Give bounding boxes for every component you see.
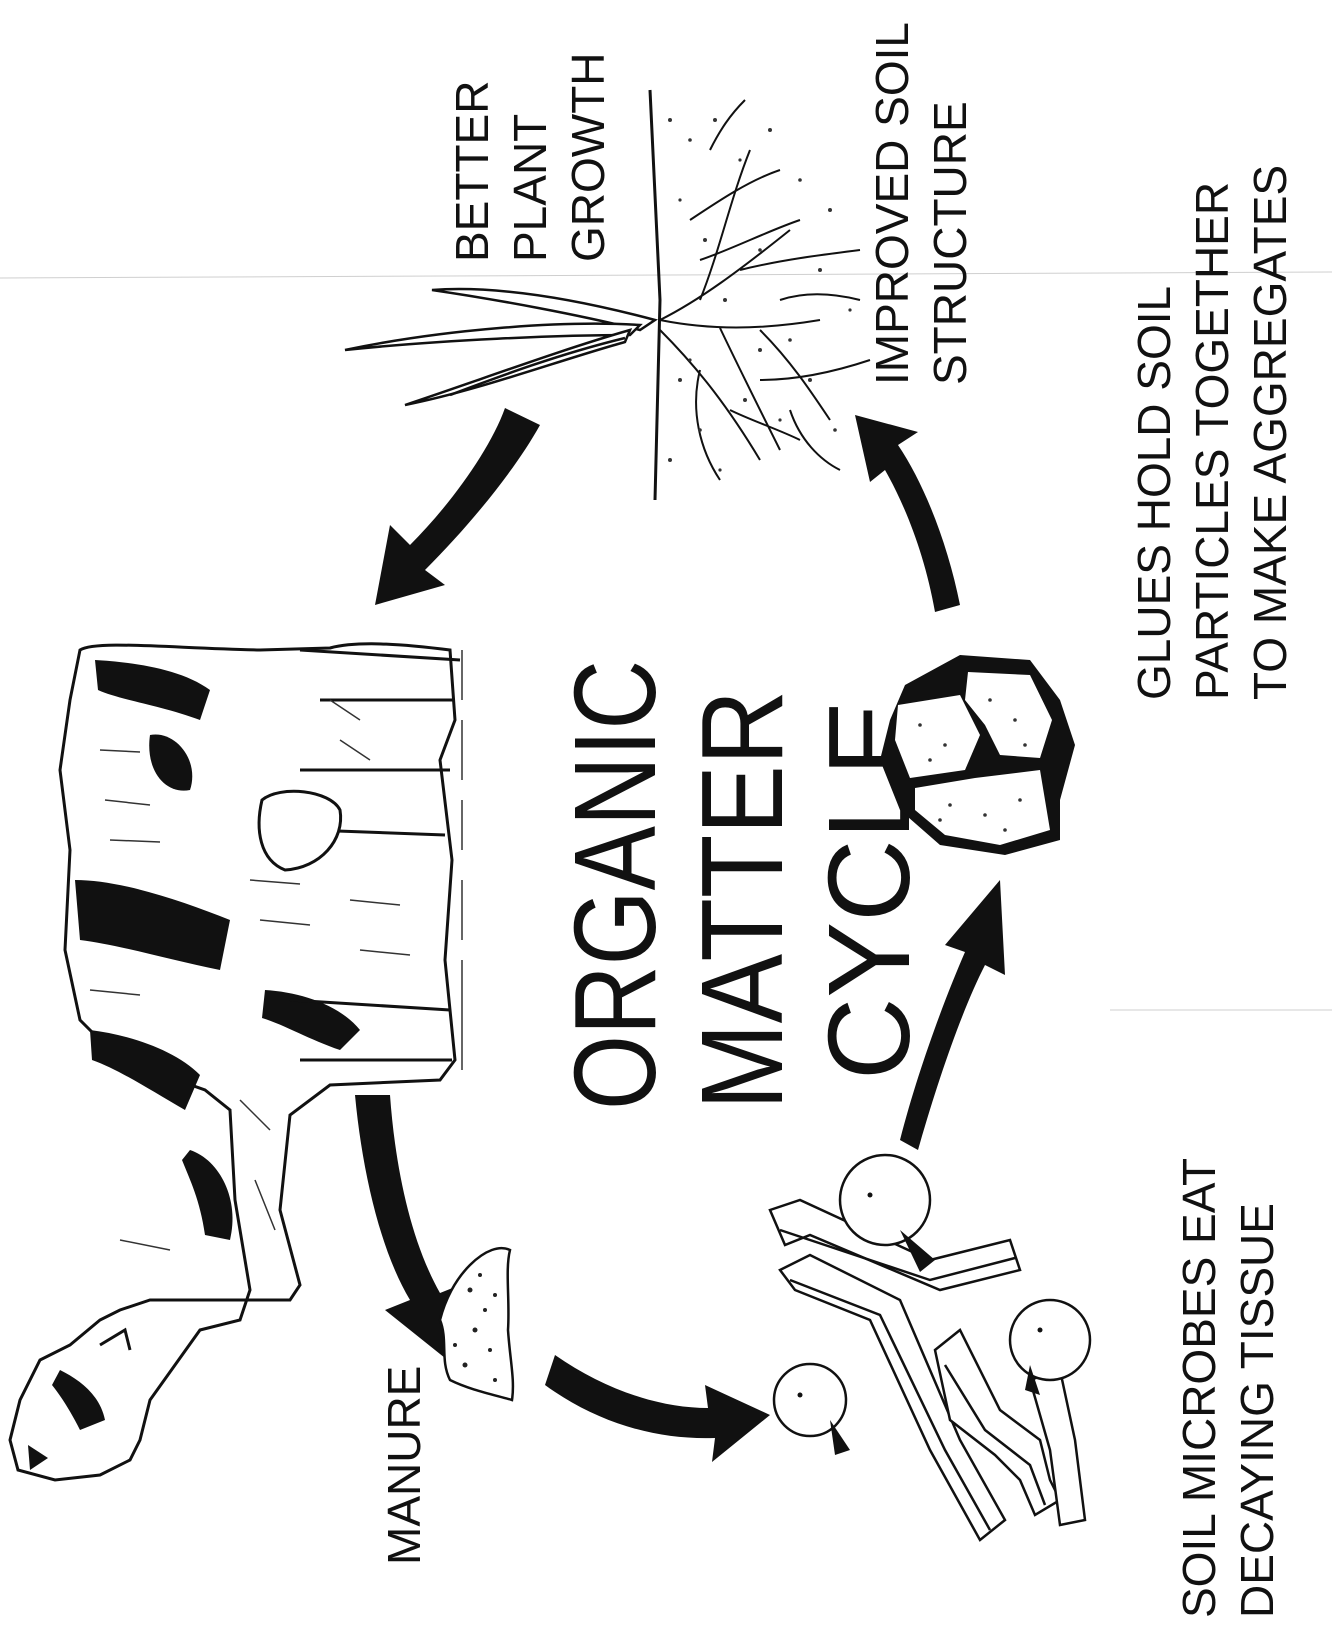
cow-leg [289,998,451,1012]
cow-patch [149,734,193,791]
title-line-1: ORGANIC [550,660,680,1110]
arrow-manure-to-microbes [545,1355,770,1462]
tissue-strand [778,1253,1007,1542]
microbes-line-1: SOIL MICROBES EAT [1173,1158,1225,1618]
cow-patch [90,1030,200,1110]
cow-texture [89,699,411,1251]
cow-patch [52,1370,105,1430]
aggregate-particle [965,672,1052,758]
microbe [772,1362,848,1438]
manure-speckles [453,1273,497,1382]
glues-line-3: TO MAKE AGGREGATES [1244,165,1296,700]
plant-growth-line-1: BETTER [446,81,498,262]
plant-leaf [449,336,626,397]
glues-label: GLUES HOLD SOIL PARTICLES TOGETHER TO MA… [1128,165,1296,700]
soil-surface [648,89,662,501]
plant-growth-line-3: GROWTH [562,52,614,262]
manure-label: MANURE [378,1366,430,1565]
microbes-line-2: DECAYING TISSUE [1231,1203,1283,1618]
tissue-strand [779,1228,1016,1282]
cycle-arrows [355,408,1005,1462]
plant-leaf [344,322,643,352]
soil-structure-label: IMPROVED SOIL STRUCTURE [866,22,976,385]
manure-line-1: MANURE [378,1366,430,1565]
microbe-mouth [830,1420,850,1455]
microbe-mouth [900,1230,935,1272]
cow-body [8,642,457,1482]
cow-patch [262,990,360,1050]
cow-illustration [8,642,463,1482]
microbe [838,1153,932,1247]
scan-line [0,271,1332,279]
cow-patch [182,1150,233,1240]
arrow-cow-to-manure [355,1095,460,1362]
aggregate-speckles [918,698,1027,832]
microbes-illustration [768,1153,1092,1542]
glues-line-1: GLUES HOLD SOIL [1128,286,1180,700]
soil-aggregate-illustration [880,655,1075,855]
plant-growth-line-2: PLANT [504,114,556,262]
cow-udder [257,789,343,872]
microbe [1008,1298,1092,1382]
microbe-dots [797,1192,1043,1398]
soil-speckles [668,118,852,472]
soil-structure-line-2: STRUCTURE [924,101,976,385]
microbes-label: SOIL MICROBES EAT DECAYING TISSUE [1173,1158,1283,1618]
arrow-microbes-to-aggregate [900,880,1005,1150]
cow-patch [95,660,210,720]
tissue-strand [789,1278,992,1531]
title-group: ORGANIC MATTER CYCLE [550,660,934,1110]
arrow-aggregate-to-plant [855,415,960,612]
plant-illustration [344,89,871,501]
soil-structure-line-1: IMPROVED SOIL [866,22,918,385]
cow-leg [299,648,461,662]
aggregate-particle [915,770,1050,845]
plant-growth-label: BETTER PLANT GROWTH [446,52,614,262]
cow-patch [75,880,230,970]
cow-ear [99,1327,132,1351]
cow-nose [28,1445,48,1470]
manure-illustration [438,1246,515,1402]
plant-roots [659,99,871,481]
glues-line-2: PARTICLES TOGETHER [1186,182,1238,700]
title-line-2: MATTER [677,690,807,1110]
plant-leaf [431,287,658,332]
plant-leaf [404,328,633,407]
microbe-mouth [1025,1365,1040,1395]
tissue-strand [943,1364,1047,1506]
aggregate-particle [895,695,980,778]
arrow-plant-to-cow [375,408,540,605]
manure-pile [438,1246,515,1402]
